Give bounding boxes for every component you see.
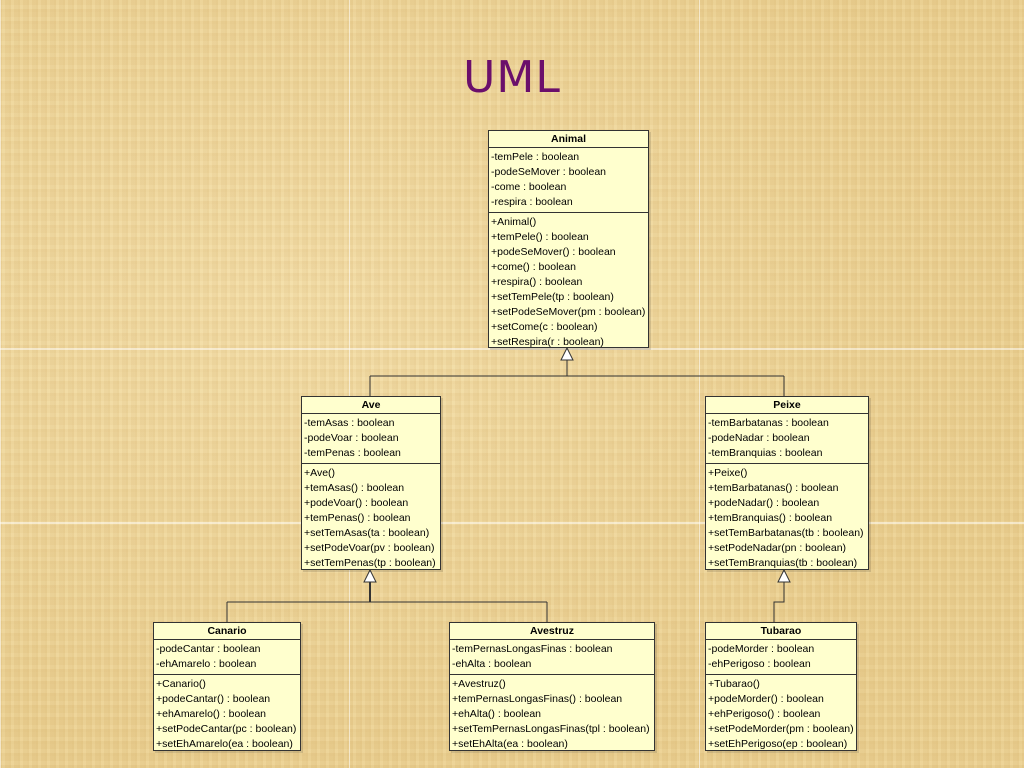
class-attribute: -podeNadar : boolean [708,432,810,444]
class-method: +ehAlta() : boolean [452,708,542,720]
methods-section: +Peixe() +temBarbatanas() : boolean +podeN… [706,464,868,573]
class-method: +setTemPenas(tp : boolean) [304,557,436,569]
class-method: +setCome(c : boolean) [491,321,598,333]
class-method: +come() : boolean [491,261,576,273]
class-attribute: -temAsas : boolean [304,417,395,429]
class-method: +setPodeMorder(pm : boolean) [708,723,854,735]
attributes-section: -podeMorder : boolean -ehPerigoso : boole… [706,640,856,675]
class-method: +podeNadar() : boolean [708,497,820,509]
class-method: +Tubarao() [708,678,760,690]
class-attribute: -temPernasLongasFinas : boolean [452,643,613,655]
class-method: +Ave() [304,467,336,479]
class-method: +ehPerigoso() : boolean [708,708,821,720]
class-name: Peixe [706,397,868,414]
class-attribute: -temBarbatanas : boolean [708,417,829,429]
class-method: +setEhAmarelo(ea : boolean) [156,738,293,750]
methods-section: +Ave() +temAsas() : boolean +podeVoar() : … [302,464,440,573]
class-canario: Canario -podeCantar : boolean -ehAmarelo :… [153,622,301,751]
class-method: +setPodeVoar(pv : boolean) [304,542,435,554]
class-method: +setTemAsas(ta : boolean) [304,527,430,539]
class-method: +setEhPerigoso(ep : boolean) [708,738,848,750]
methods-section: +Animal() +temPele() : boolean +podeSeMove… [489,213,648,352]
class-peixe: Peixe -temBarbatanas : boolean -podeNadar … [705,396,869,570]
class-method: +setTemPernasLongasFinas(tpl : boolean) [452,723,650,735]
class-method: +Peixe() [708,467,748,479]
tubarao-inheritance-line [773,582,785,622]
class-attribute: -ehAlta : boolean [452,658,532,670]
class-attribute: -ehPerigoso : boolean [708,658,811,670]
class-avestruz: Avestruz-temPernasLongasFinas : boolean-… [449,622,655,751]
class-method: +setRespira(r : boolean) [491,336,604,348]
class-method: +temPernasLongasFinas() : boolean [452,693,623,705]
class-attribute: -podeMorder : boolean [708,643,815,655]
class-name: Avestruz [450,623,654,640]
class-method: +podeSeMover() : boolean [491,246,616,258]
class-method: +temPenas() : boolean [304,512,411,524]
methods-section: +Tubarao() +podeMorder() : boolean +ehPeri… [706,675,856,754]
methods-section: +Canario() +podeCantar() : boolean +ehAmar… [154,675,300,754]
peixe-generalization-arrow [777,568,791,583]
animal-generalization-arrow [560,346,574,361]
class-method: +ehAmarelo() : boolean [156,708,267,720]
class-method: +podeVoar() : boolean [304,497,409,509]
ave-generalization-arrow [363,568,377,583]
class-method: +setTemPele(tp : boolean) [491,291,614,303]
class-attribute: -podeSeMover : boolean [491,166,606,178]
class-attribute: -temPele : boolean [491,151,580,163]
class-method: +respira() : boolean [491,276,583,288]
class-name: Animal [489,131,648,148]
class-method: +temBarbatanas() : boolean [708,482,839,494]
class-method: +setPodeNadar(pn : boolean) [708,542,847,554]
class-attribute: -come : boolean [491,181,567,193]
class-name: Ave [302,397,440,414]
class-method: +setTemBarbatanas(tb : boolean) [708,527,864,539]
class-attribute: -podeCantar : boolean [156,643,261,655]
attributes-section: -temAsas : boolean -podeVoar : boolean -te… [302,414,440,464]
class-attribute: -podeVoar : boolean [304,432,399,444]
class-method: +setPodeSeMover(pm : boolean) [491,306,646,318]
class-method: +podeMorder() : boolean [708,693,824,705]
class-ave: Ave -temAsas : boolean -podeVoar : boolean… [301,396,441,570]
class-method: +temPele() : boolean [491,231,589,243]
class-attribute: -respira : boolean [491,196,573,208]
class-attribute: -ehAmarelo : boolean [156,658,257,670]
class-attribute: -temBranquias : boolean [708,447,823,459]
attributes-section: -podeCantar : boolean -ehAmarelo : boolea… [154,640,300,675]
class-method: +Animal() [491,216,537,228]
slide-title: UML [463,52,561,103]
class-animal: Animal -temPele : boolean -podeSeMover : b… [488,130,649,348]
class-method: +setPodeCantar(pc : boolean) [156,723,297,735]
attributes-section: -temPele : boolean -podeSeMover : boolean… [489,148,648,213]
class-method: +Canario() [156,678,206,690]
class-tubarao: Tubarao -podeMorder : boolean -ehPerigoso … [705,622,857,751]
class-method: +setEhAlta(ea : boolean) [452,738,568,750]
class-attribute: -temPenas : boolean [304,447,401,459]
class-name: Tubarao [706,623,856,640]
class-method: +temBranquias() : boolean [708,512,833,524]
class-method: +podeCantar() : boolean [156,693,271,705]
attributes-section: -temPernasLongasFinas : boolean -ehAlta :… [450,640,654,675]
class-method: +setTemBranquias(tb : boolean) [708,557,858,569]
class-method: +temAsas() : boolean [304,482,405,494]
methods-section: +Avestruz() +temPernasLongasFinas() : boo… [450,675,654,754]
class-method: +Avestruz() [452,678,506,690]
attributes-section: -temBarbatanas : boolean -podeNadar : boo… [706,414,868,464]
class-name: Canario [154,623,300,640]
